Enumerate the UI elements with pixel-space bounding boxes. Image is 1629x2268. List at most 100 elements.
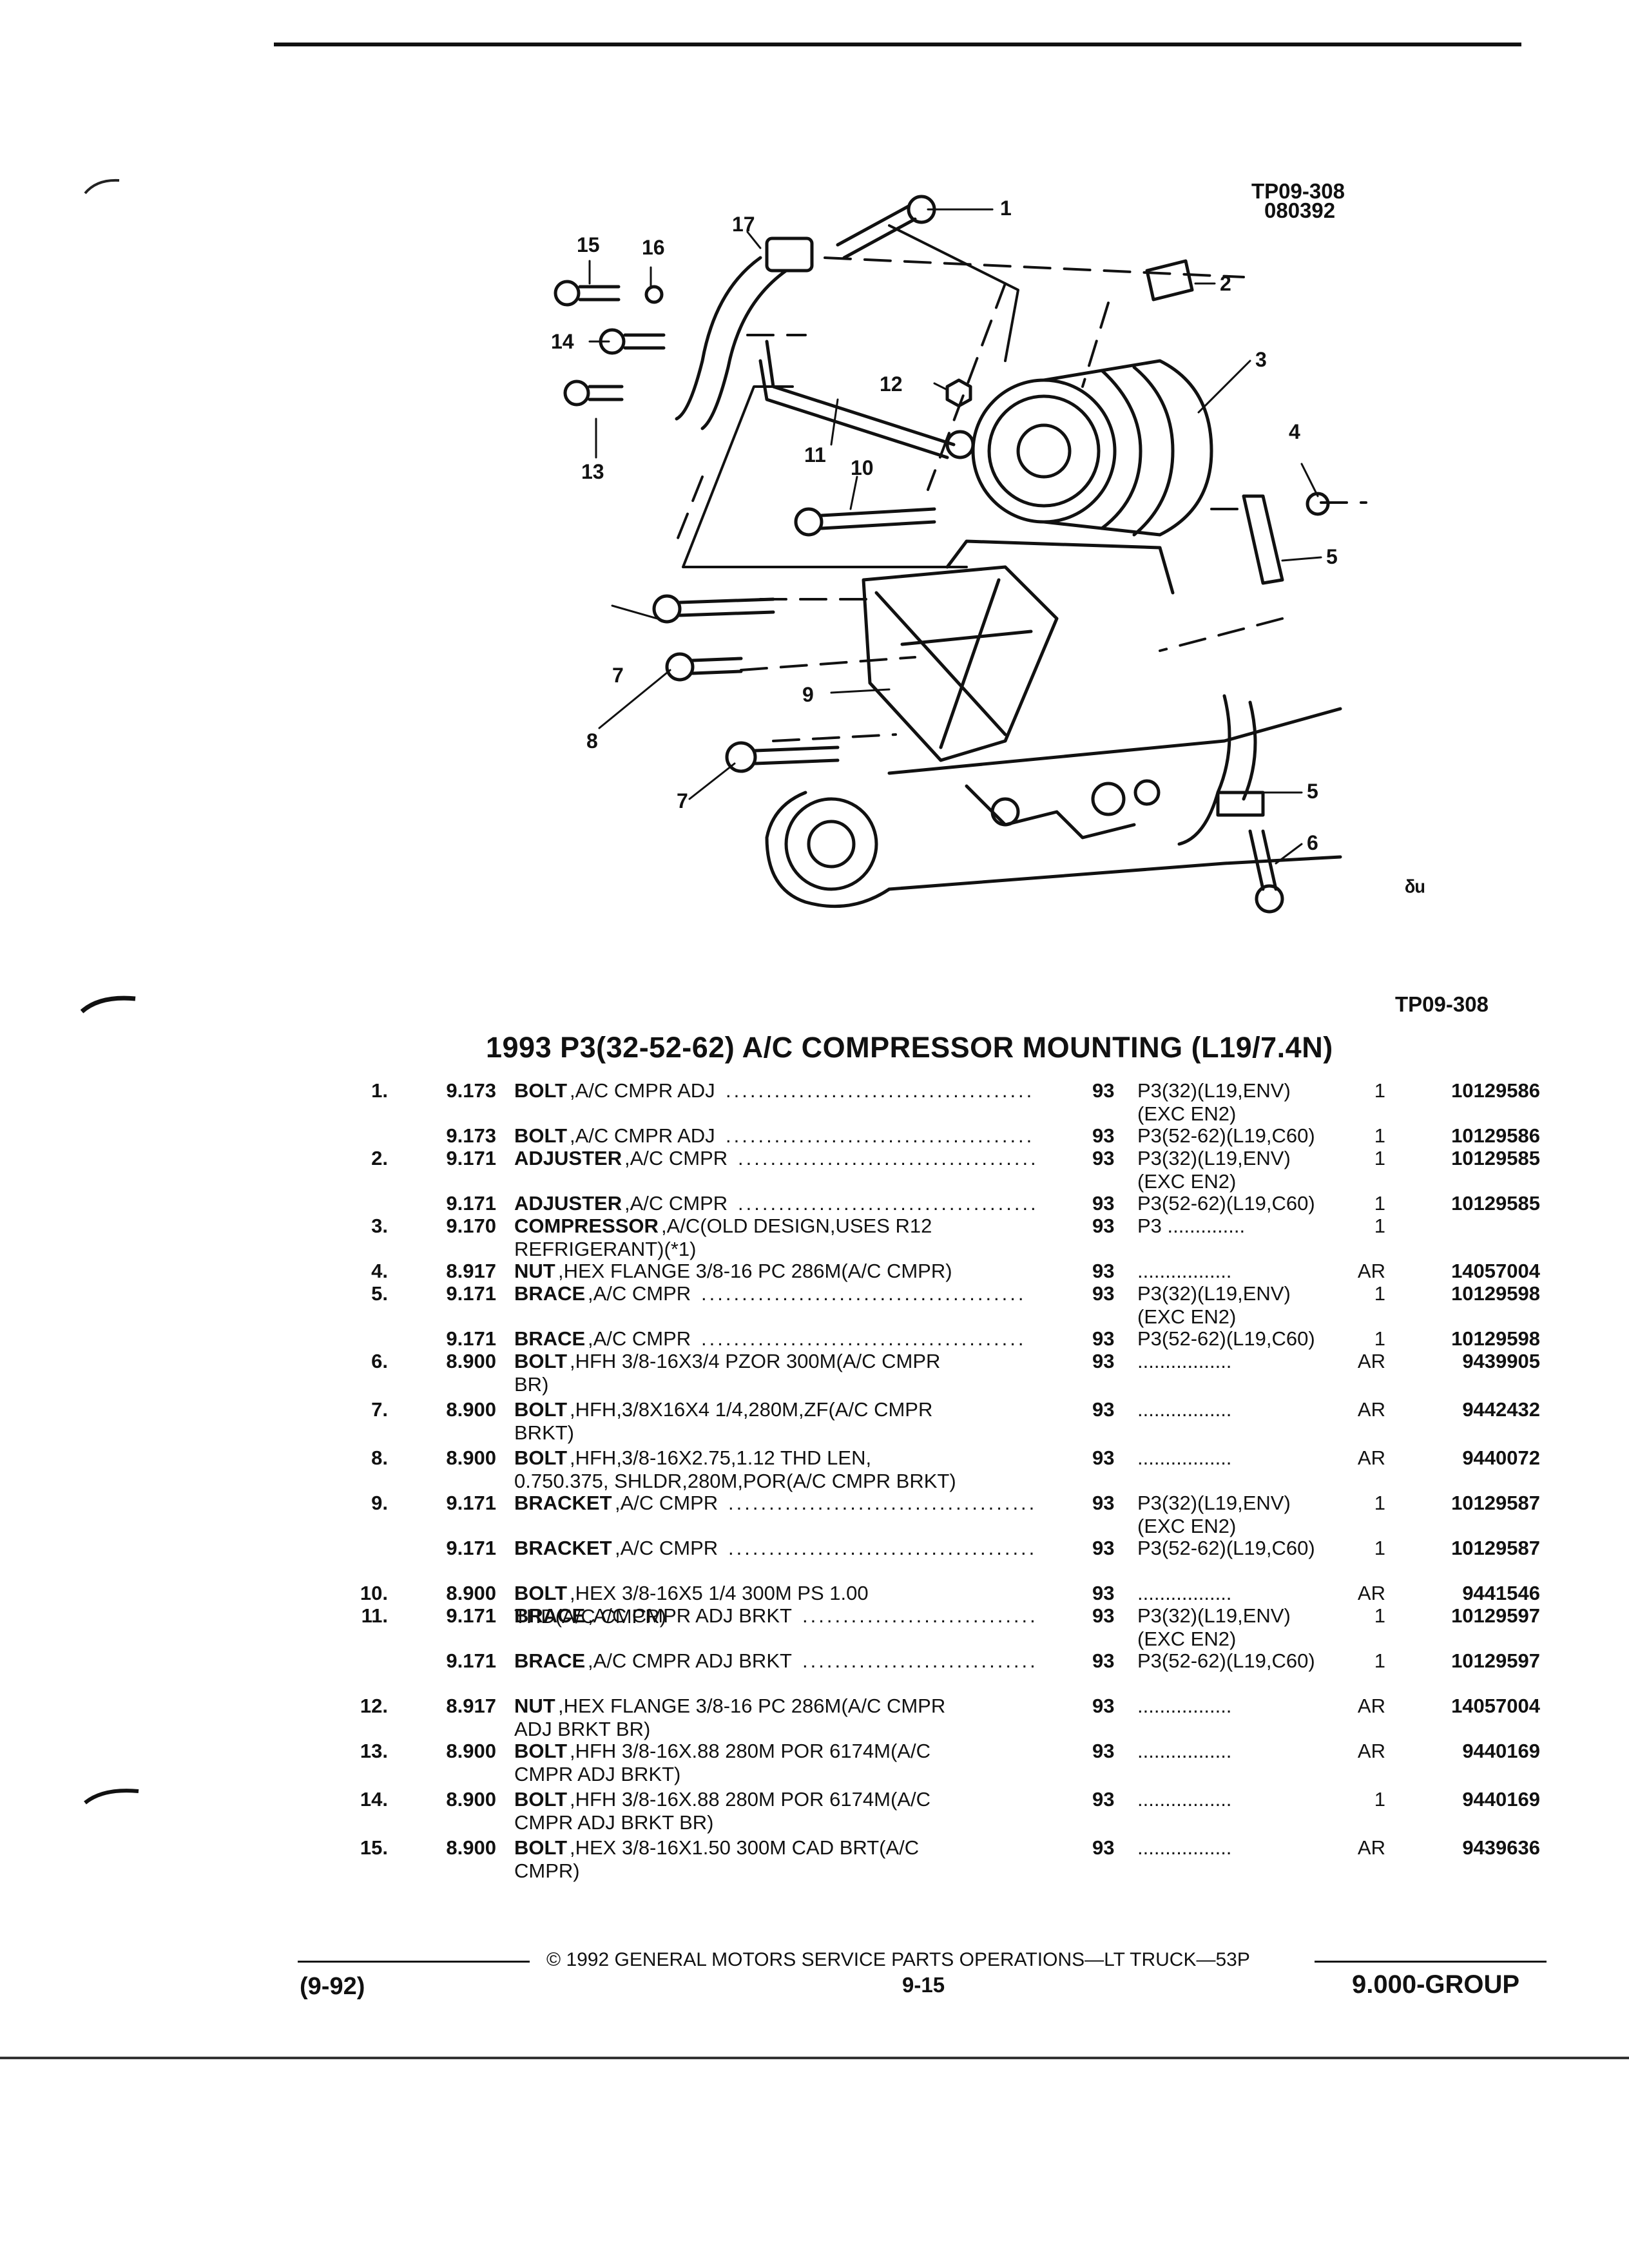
dot-leader: ........................................ [738,1192,1034,1215]
quantity: 1 [1374,1537,1385,1559]
dot-leader: ........................................ [701,1282,1027,1305]
model-year: 93 [1092,1836,1115,1859]
part-description-line2: BR) [514,1373,549,1396]
quantity: AR [1357,1398,1385,1421]
part-name: BOLT [514,1740,568,1762]
quantity: AR [1357,1695,1385,1717]
group-number: 8.900 [446,1740,496,1762]
group-number: 9.171 [446,1192,496,1215]
part-name: NUT [514,1260,555,1282]
group-number: 8.900 [446,1350,496,1372]
top-rule [274,43,1521,46]
quantity: 1 [1374,1604,1385,1627]
application: ................. [1137,1398,1232,1421]
model-year: 93 [1092,1282,1115,1305]
part-description: ,HFH 3/8-16X3/4 PZOR 300M(A/C CMPR [570,1350,941,1372]
part-name: BOLT [514,1836,568,1859]
part-number: 9439905 [1462,1350,1540,1372]
part-description: ,A/C CMPR ADJ BRKT [588,1604,792,1627]
group-number: 8.917 [446,1260,496,1282]
quantity: 1 [1374,1282,1385,1305]
callout-7b: 7 [677,789,688,812]
part-number: 14057004 [1451,1695,1540,1717]
dot-leader: ........................................ [738,1147,1034,1169]
part-description-line2: CMPR ADJ BRKT) [514,1763,681,1785]
part-name: BRACE [514,1327,586,1350]
publisher-logo-mark: ᵟᵘ [1405,876,1425,905]
application: P3(32)(L19,ENV) [1137,1492,1291,1514]
callout-17: 17 [732,213,755,236]
item-number: 4. [371,1260,388,1282]
quantity: 1 [1374,1147,1385,1169]
group-number: 8.900 [446,1446,496,1469]
part-description: ,A/C CMPR ADJ [570,1079,715,1102]
margin-mark [84,178,120,195]
model-year: 93 [1092,1350,1115,1372]
part-number: 10129585 [1451,1147,1540,1169]
model-year: 93 [1092,1604,1115,1627]
application: P3(52-62)(L19,C60) [1137,1124,1315,1147]
footer-rule-left [298,1961,530,1963]
copyright-line: © 1992 GENERAL MOTORS SERVICE PARTS OPER… [546,1949,1250,1970]
group-number: 9.171 [446,1604,496,1627]
group-number: 9.173 [446,1124,496,1147]
part-number: 9439636 [1462,1836,1540,1859]
callout-2: 2 [1220,272,1231,295]
application-line2: (EXC EN2) [1137,1102,1237,1125]
part-number: 10129586 [1451,1079,1540,1102]
part-name: NUT [514,1695,555,1717]
page-number: 9-15 [902,1973,945,1997]
model-year: 93 [1092,1446,1115,1469]
group-number: 8.900 [446,1582,496,1604]
quantity: 1 [1374,1079,1385,1102]
callout-14: 14 [551,330,574,353]
dot-leader: ........................................ [726,1079,1034,1102]
callout-11: 11 [804,443,826,466]
part-description-line2: BRKT) [514,1421,574,1444]
quantity: AR [1357,1446,1385,1469]
group-label: 9.000-GROUP [1352,1970,1520,1999]
part-description-line2: CMPR ADJ BRKT BR) [514,1811,714,1834]
part-description: ,HEX 3/8-16X5 1/4 300M PS 1.00 [570,1582,869,1604]
model-year: 93 [1092,1537,1115,1559]
item-number: 10. [360,1582,388,1604]
model-year: 93 [1092,1649,1115,1672]
part-number: 10129597 [1451,1604,1540,1627]
group-number: 8.900 [446,1398,496,1421]
application: ................. [1137,1350,1232,1372]
group-number: 8.900 [446,1788,496,1811]
model-year: 93 [1092,1582,1115,1604]
application: P3 .............. [1137,1215,1246,1237]
part-description: ,A/C CMPR ADJ [570,1124,715,1147]
part-number: 10129587 [1451,1537,1540,1559]
quantity: AR [1357,1350,1385,1372]
group-number: 8.917 [446,1695,496,1717]
application: ................. [1137,1260,1232,1282]
part-number: 10129586 [1451,1124,1540,1147]
application: ................. [1137,1788,1232,1811]
callout-16: 16 [642,236,665,259]
dot-leader: ........................................ [701,1327,1027,1350]
application: ................. [1137,1446,1232,1469]
item-number: 8. [371,1446,388,1469]
part-name: BRACKET [514,1537,612,1559]
item-number: 2. [371,1147,388,1169]
part-name: BRACE [514,1282,586,1305]
part-name: COMPRESSOR [514,1215,659,1237]
model-year: 93 [1092,1147,1115,1169]
item-number: 15. [360,1836,388,1859]
callout-9: 9 [802,683,814,706]
model-year: 93 [1092,1215,1115,1237]
model-year: 93 [1092,1260,1115,1282]
group-number: 9.171 [446,1282,496,1305]
part-number: 10129598 [1451,1282,1540,1305]
application: P3(52-62)(L19,C60) [1137,1537,1315,1559]
model-year: 93 [1092,1327,1115,1350]
item-number: 13. [360,1740,388,1762]
callout-5a: 5 [1326,545,1338,568]
callout-4: 4 [1289,420,1300,443]
callout-8: 8 [586,729,598,753]
quantity: 1 [1374,1215,1385,1237]
part-description: ,HEX FLANGE 3/8-16 PC 286M(A/C CMPR) [558,1260,952,1282]
part-description-line2: ADJ BRKT BR) [514,1718,651,1740]
